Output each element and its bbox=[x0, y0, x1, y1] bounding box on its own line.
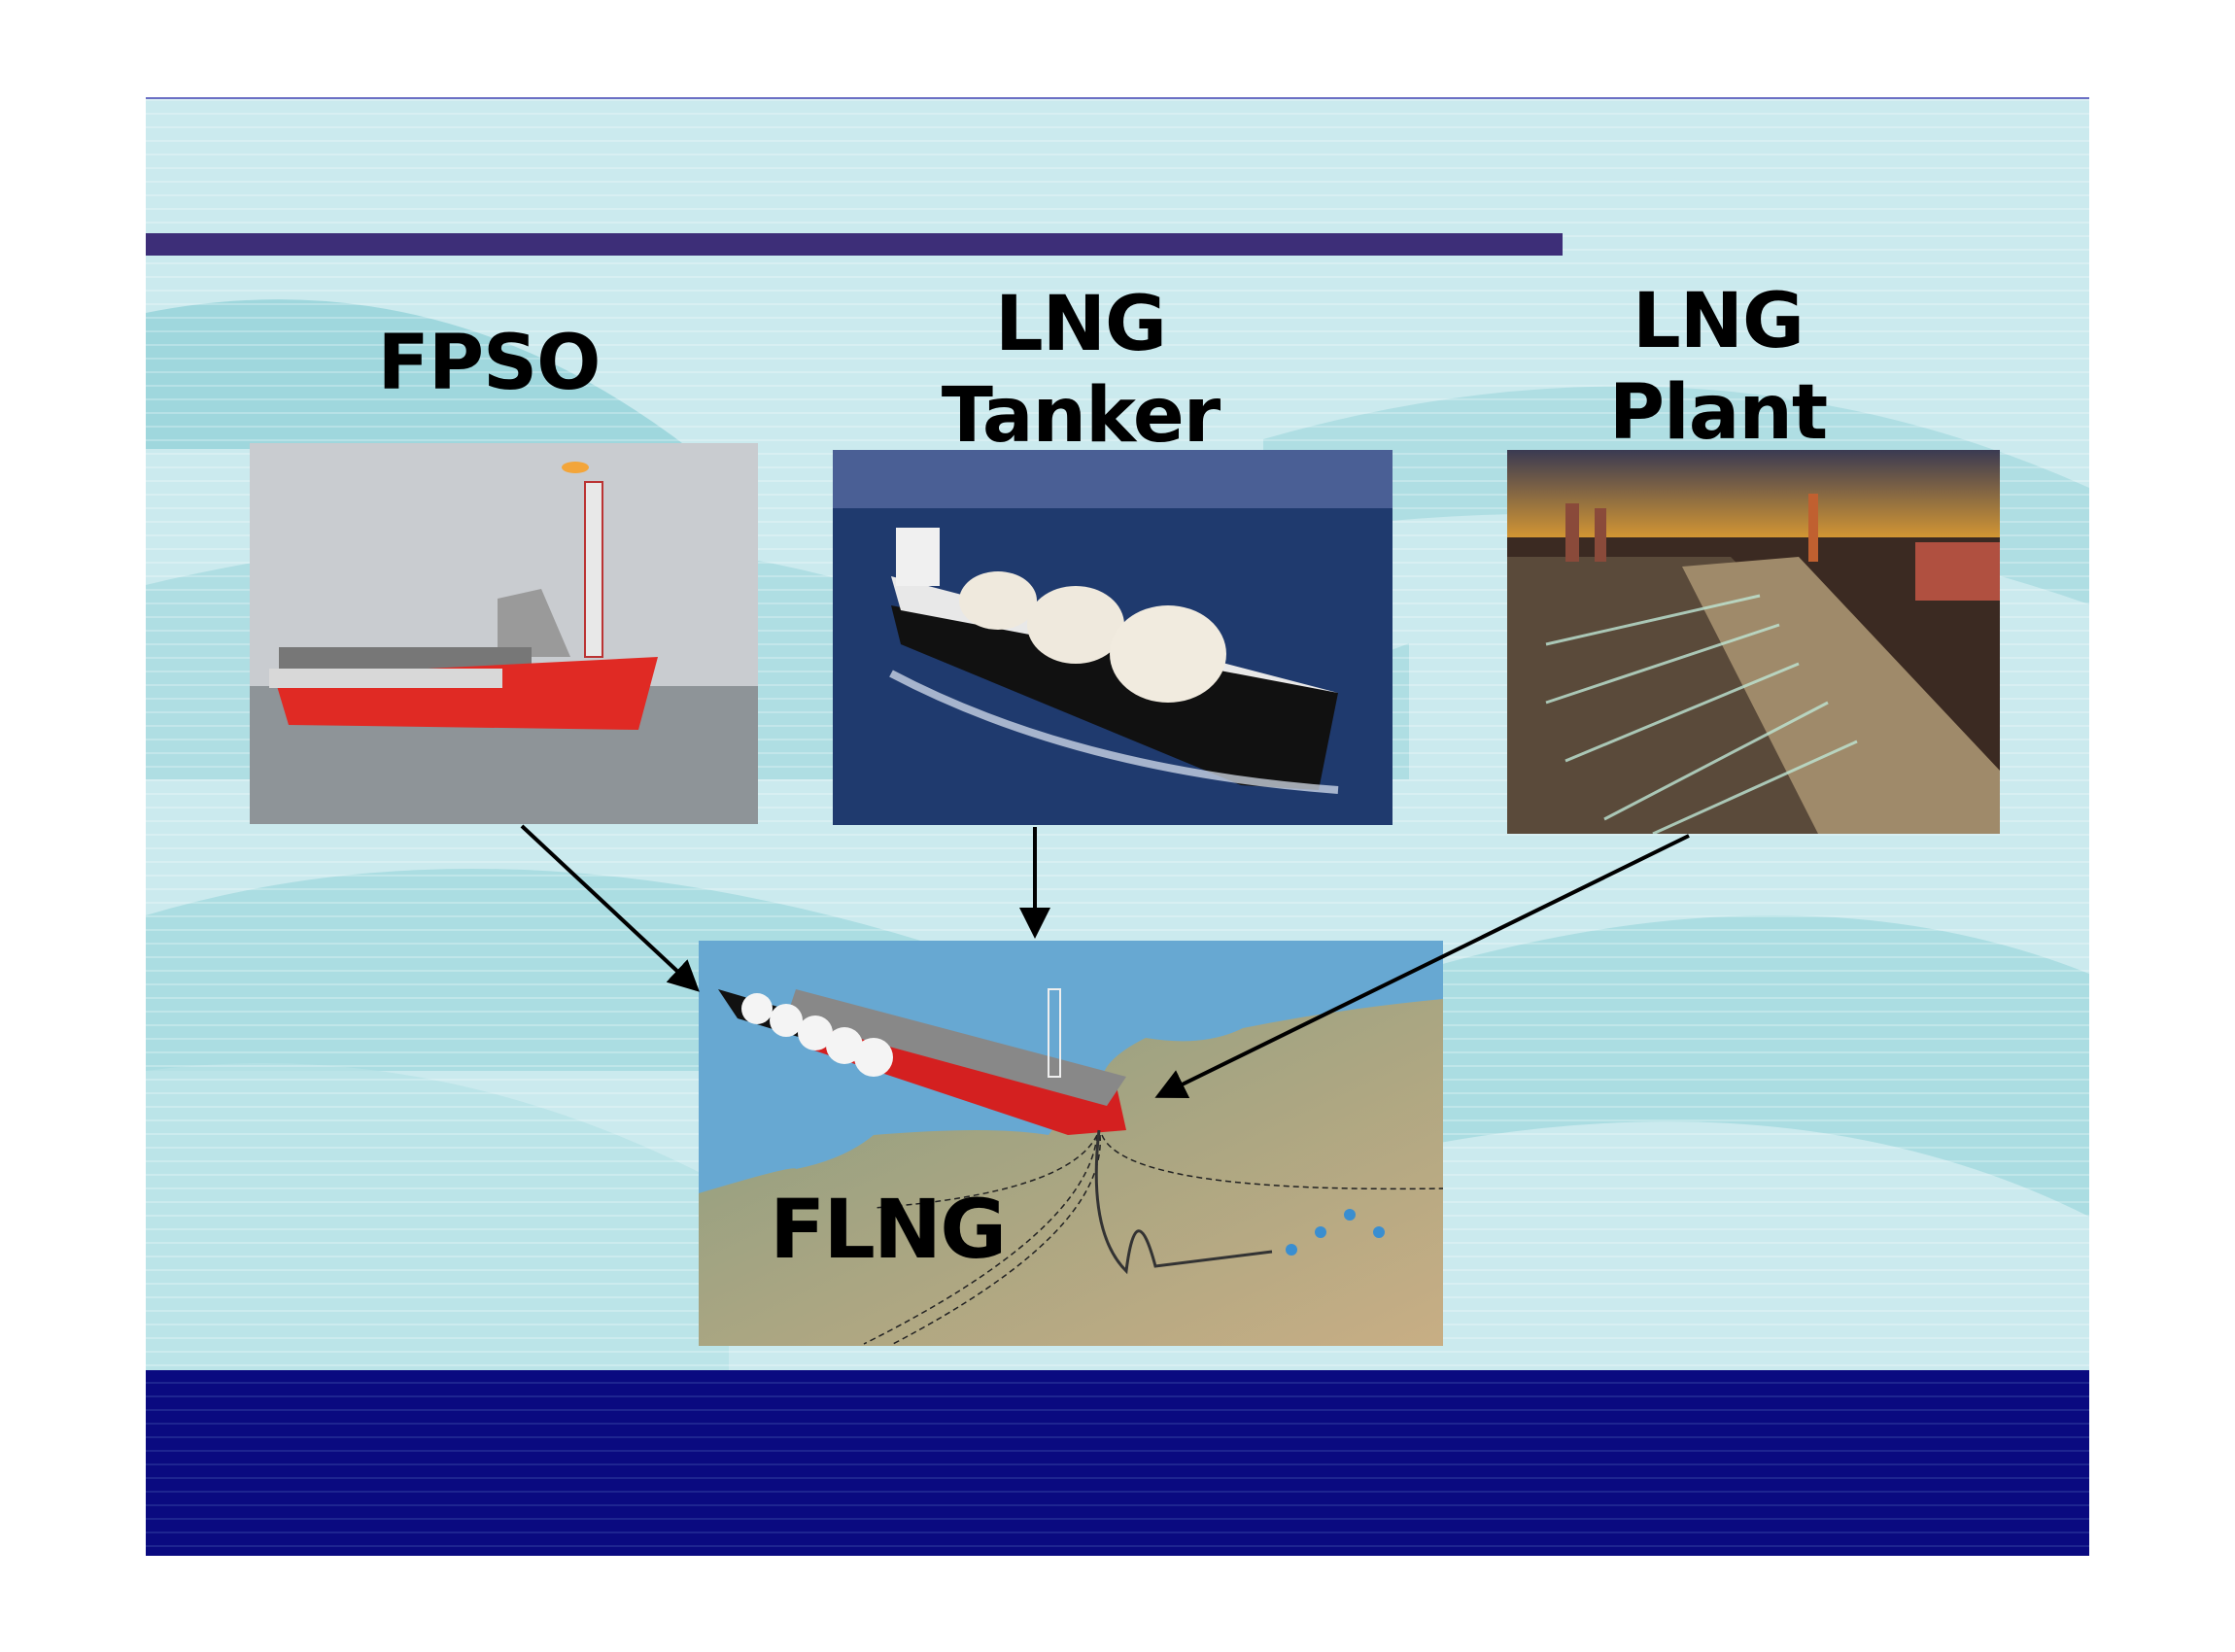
lng-plant-label-line2: Plant bbox=[1608, 369, 1828, 457]
lng-plant-label-line1: LNG bbox=[1632, 278, 1805, 365]
lng-plant-photo bbox=[1507, 450, 2000, 834]
flng-illustration bbox=[699, 941, 1443, 1346]
footer-band bbox=[146, 1370, 2089, 1556]
fpso-photo bbox=[250, 443, 758, 824]
title-bar bbox=[146, 233, 1563, 256]
fpso-label: FPSO bbox=[377, 320, 602, 407]
flng-label: FLNG bbox=[770, 1182, 1007, 1277]
lng-tanker-photo bbox=[833, 450, 1393, 825]
lng-tanker-label-line2: Tanker bbox=[941, 372, 1221, 460]
lng-tanker-label-line1: LNG bbox=[994, 281, 1167, 368]
